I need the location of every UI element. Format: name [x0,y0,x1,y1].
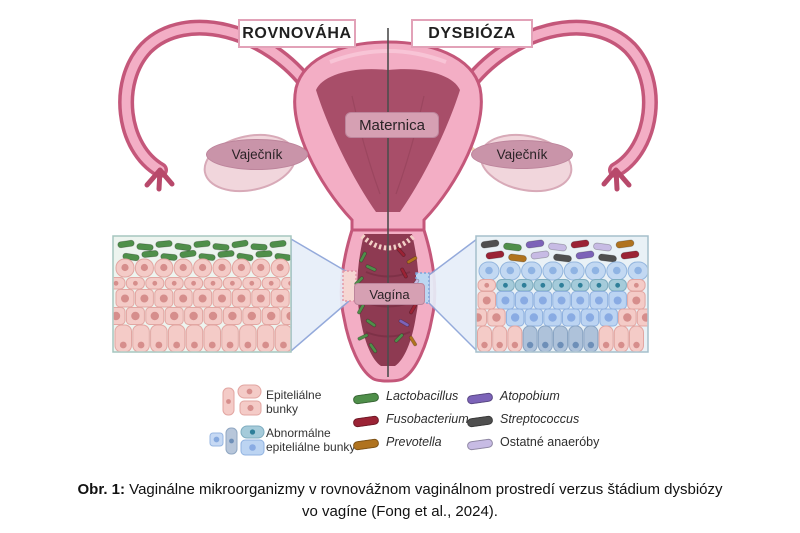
figure-caption: Obr. 1: Vaginálne mikroorganizmy v rovno… [30,479,770,523]
legend-streptococcus: Streptococcus [500,412,580,426]
ovary-label-right: Vaječník [471,140,573,169]
uterus-label: Maternica [345,112,439,138]
right-panel-content [476,239,648,352]
legend-abnormal-cells: Abnormálne epiteliálne bunky [266,426,356,454]
left-panel-content [113,239,291,352]
legend-other-anaerobes: Ostatné anaeróby [500,435,600,449]
legend-cell-icons [209,384,265,456]
cervix-rim [360,234,416,251]
zoom-triangle-right [428,237,478,353]
caption-line1: Vaginálne mikroorganizmy v rovnovážnom v… [129,481,723,498]
vagina-label: Vagína [354,283,425,305]
zoom-triangle-left [290,237,350,353]
balance-label-box: ROVNOVÁHA [238,19,356,48]
legend-epithelial-cells: Epiteliálne bunky [266,388,322,416]
dysbiosis-label-box: DYSBIÓZA [411,19,533,48]
ovary-label-left: Vaječník [206,139,308,170]
legend-prevotella: Prevotella [386,435,442,449]
legend-lactobacillus: Lactobacillus [386,389,459,403]
legend-fusobacterium: Fusobacterium [386,412,469,426]
legend-atopobium: Atopobium [500,389,560,403]
caption-line2: vo vagíne (Fong et al., 2024). [302,503,498,520]
caption-number: Obr. 1: [77,481,125,498]
